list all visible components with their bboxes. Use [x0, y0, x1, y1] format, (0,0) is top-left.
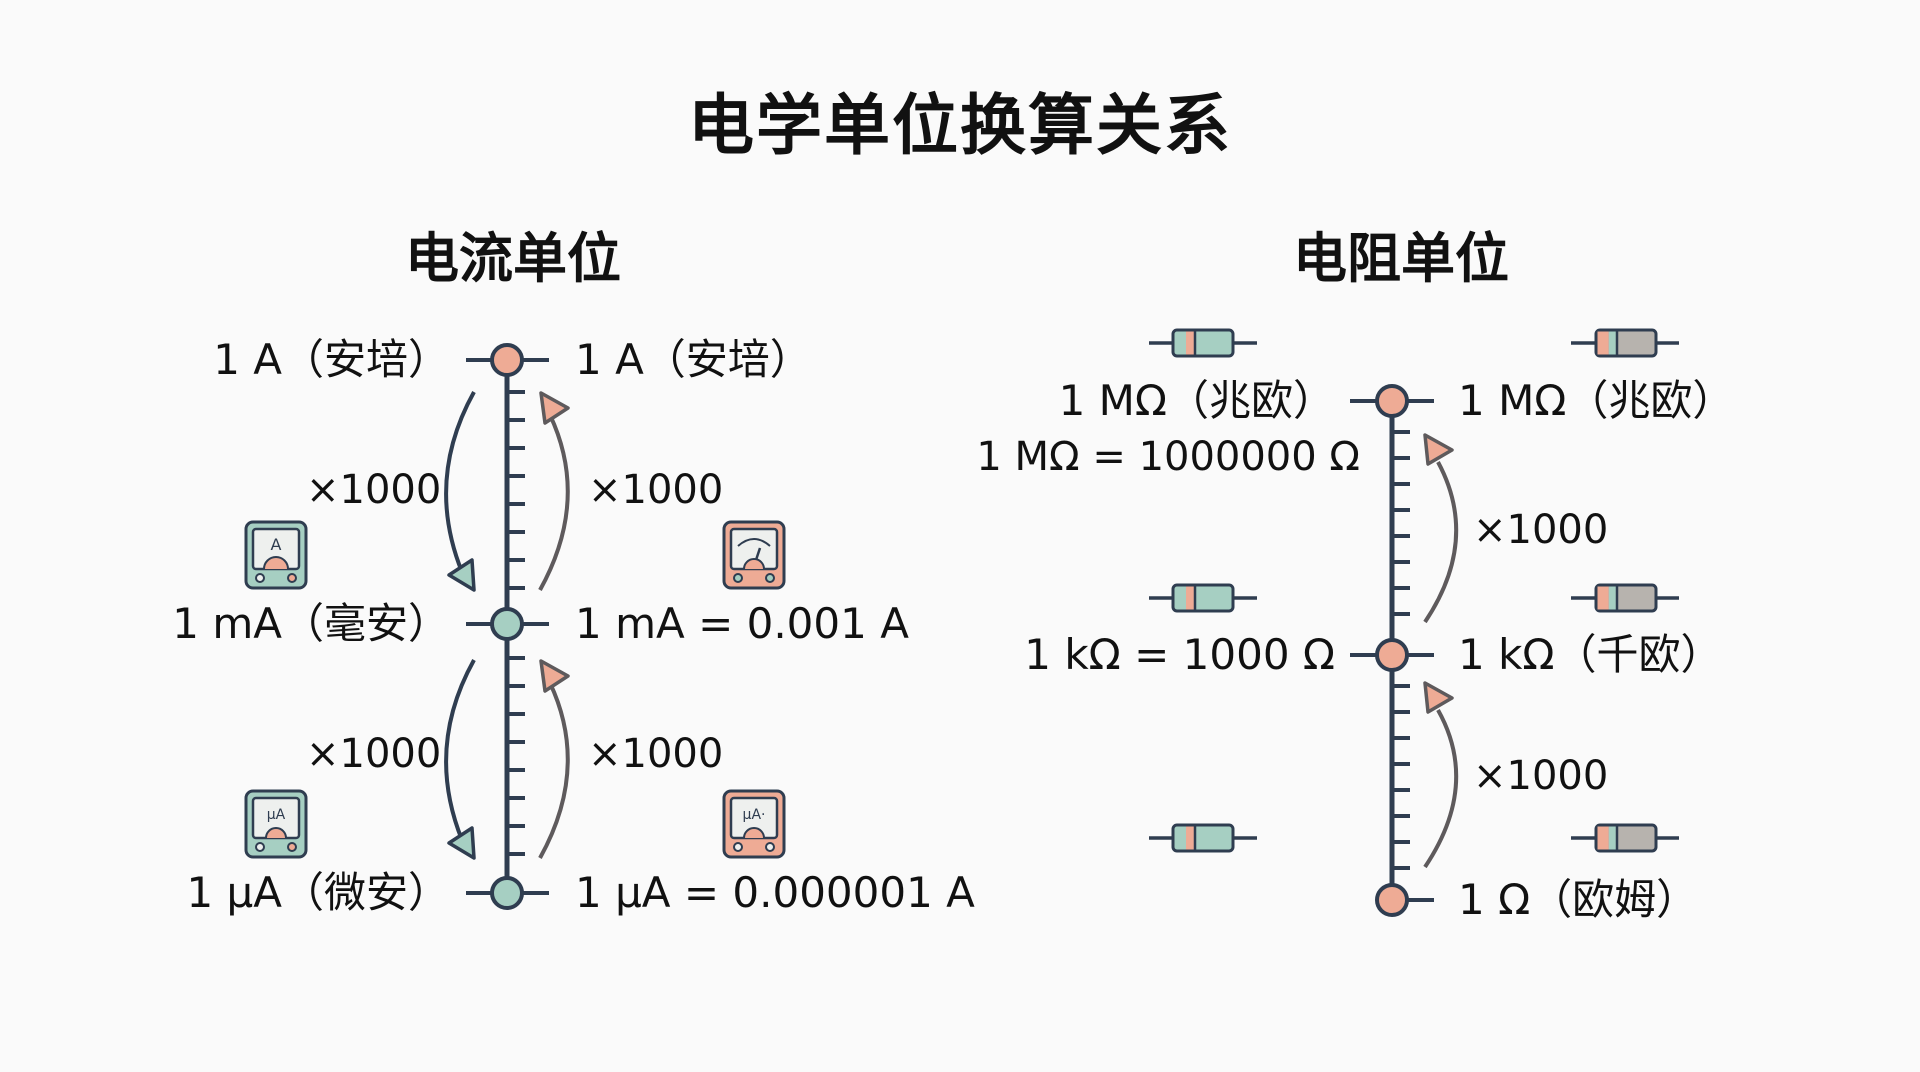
arrowhead-salmon-upper: [539, 391, 570, 425]
node-1kohm: [1375, 638, 1409, 672]
arrow-up-lower-resistance: [1423, 709, 1459, 869]
current-scale: [444, 343, 570, 910]
label-1mohm-equation: 1 MΩ = 1000000 Ω: [976, 434, 1360, 480]
label-1ohm-right: 1 Ω（欧姆）: [1458, 875, 1699, 924]
multiplier-left-lower: ×1000: [306, 731, 442, 777]
resistor-icon: [1571, 328, 1679, 358]
resistor-icon: [1149, 328, 1257, 358]
resistor-icon: [1149, 823, 1257, 853]
arrowhead-salmon-lower: [539, 659, 570, 693]
label-1ma-left: 1 mA（毫安）: [172, 599, 450, 648]
label-1mohm-left: 1 MΩ（兆欧）: [1058, 376, 1335, 425]
label-1ua-left: 1 μA（微安）: [186, 868, 450, 917]
arrowhead-teal-upper: [447, 558, 476, 592]
current-units-heading: 电流单位: [405, 227, 621, 290]
node-1mohm: [1375, 384, 1409, 418]
arrow-up-upper: [538, 414, 570, 591]
resistance-ticks-lower: [1391, 684, 1412, 870]
resistance-scale: [1350, 384, 1459, 917]
resistor-icon: [1571, 823, 1679, 853]
resistance-ticks-upper: [1391, 430, 1412, 616]
node-1ua: [490, 876, 524, 910]
arrow-up-lower: [538, 682, 570, 859]
node-1ohm: [1375, 883, 1409, 917]
resistor-icon: [1149, 583, 1257, 613]
multiplier-right-lower: ×1000: [588, 731, 724, 777]
svg-text:μA·: μA·: [743, 807, 766, 823]
node-1a: [490, 343, 524, 377]
resistor-icon: [1571, 583, 1679, 613]
arrowhead-teal-lower: [447, 826, 476, 860]
arrowhead-salmon-r-upper: [1423, 433, 1454, 466]
svg-text:A: A: [271, 535, 282, 554]
page-title: 电学单位换算关系: [688, 87, 1232, 164]
node-1ma: [490, 607, 524, 641]
multiplier-right-upper: ×1000: [588, 467, 724, 513]
label-1kohm-right: 1 kΩ（千欧）: [1458, 630, 1723, 679]
ammeter-icon: A: [244, 520, 308, 590]
label-1ma-right: 1 mA = 0.001 A: [575, 599, 909, 648]
resistance-units-heading: 电阻单位: [1293, 227, 1509, 290]
arrow-up-upper-resistance: [1423, 461, 1459, 624]
multiplier-left-upper: ×1000: [306, 467, 442, 513]
current-ticks-lower: [506, 656, 527, 856]
arrowhead-salmon-r-lower: [1423, 681, 1454, 714]
label-1mohm-right: 1 MΩ（兆欧）: [1458, 376, 1735, 425]
multiplier-resistance-upper: ×1000: [1473, 507, 1609, 553]
microammeter-icon: μA: [244, 789, 308, 859]
label-1a-left: 1 A（安培）: [213, 335, 450, 384]
label-1ua-right: 1 μA = 0.000001 A: [575, 868, 975, 917]
multiplier-resistance-lower: ×1000: [1473, 753, 1609, 799]
ammeter-dial-icon: [722, 520, 786, 590]
label-1kohm-left: 1 kΩ = 1000 Ω: [1024, 630, 1335, 679]
microammeter-icon: μA·: [722, 789, 786, 859]
label-1a-right: 1 A（安培）: [575, 335, 812, 384]
current-ticks-upper: [506, 390, 527, 590]
arrow-down-upper: [444, 391, 476, 573]
svg-text:μA: μA: [267, 807, 286, 823]
arrow-down-lower: [444, 659, 476, 841]
